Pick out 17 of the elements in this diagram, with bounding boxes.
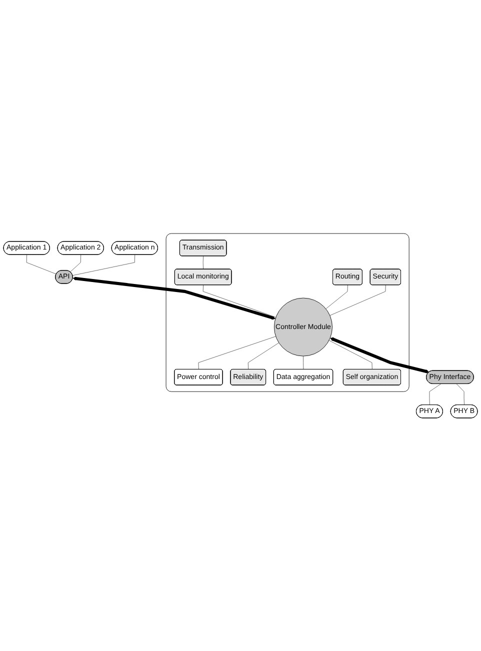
cluster	[166, 233, 410, 392]
connector	[456, 383, 464, 405]
connector	[26, 254, 57, 274]
connector	[202, 284, 276, 318]
connector	[198, 336, 276, 370]
node-circle	[274, 298, 332, 356]
connector	[70, 254, 82, 272]
arrow	[330, 337, 430, 374]
connector	[72, 254, 136, 276]
connector	[429, 383, 442, 405]
arrow	[72, 276, 276, 320]
connector	[303, 356, 304, 370]
connector	[202, 256, 204, 270]
connector	[328, 340, 372, 370]
connector	[326, 284, 348, 309]
connector	[330, 284, 386, 316]
connector	[248, 342, 280, 370]
